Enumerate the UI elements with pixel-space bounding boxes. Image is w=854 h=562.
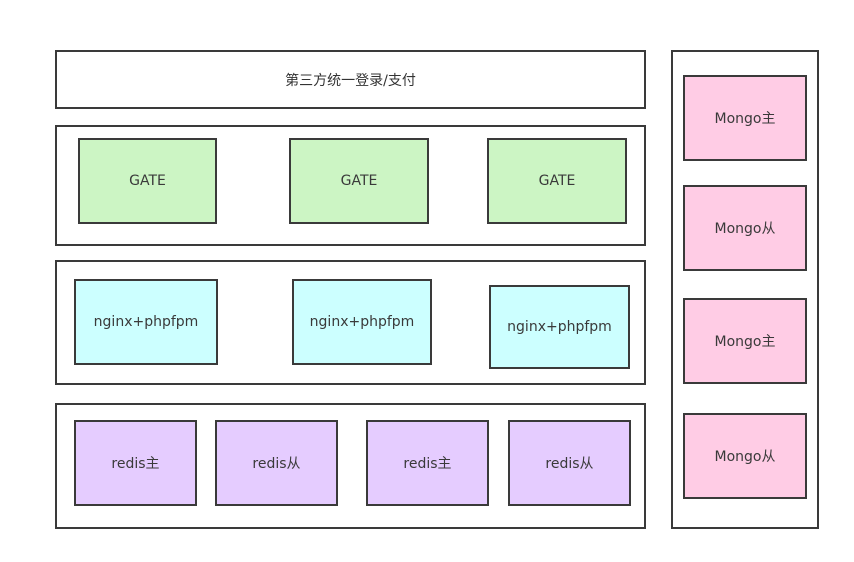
mongo-master-box-1: Mongo主 <box>683 75 807 161</box>
mongo-master-box-2: Mongo主 <box>683 298 807 384</box>
mongo-box-label: Mongo从 <box>714 449 776 465</box>
nginx-phpfpm-box-1: nginx+phpfpm <box>74 279 218 365</box>
gate-box-2: GATE <box>289 138 429 224</box>
redis-master-box-1: redis主 <box>74 420 197 506</box>
redis-box-label: redis从 <box>252 456 301 472</box>
third-party-login-payment-frame: 第三方统一登录/支付 <box>55 50 646 109</box>
redis-slave-box-1: redis从 <box>215 420 338 506</box>
nginx-phpfpm-label: nginx+phpfpm <box>93 314 199 330</box>
mongo-box-label: Mongo从 <box>714 221 776 237</box>
mongo-box-label: Mongo主 <box>714 111 776 127</box>
nginx-phpfpm-label: nginx+phpfpm <box>507 319 612 335</box>
mongo-slave-box-2: Mongo从 <box>683 413 807 499</box>
third-party-login-payment-label: 第三方统一登录/支付 <box>285 72 416 89</box>
redis-box-label: redis主 <box>403 456 452 472</box>
nginx-phpfpm-box-2: nginx+phpfpm <box>292 279 432 365</box>
redis-box-label: redis主 <box>111 456 160 472</box>
gate-box-label: GATE <box>129 173 166 189</box>
redis-master-box-2: redis主 <box>366 420 489 506</box>
mongo-slave-box-1: Mongo从 <box>683 185 807 271</box>
gate-box-label: GATE <box>340 173 378 189</box>
gate-box-label: GATE <box>538 173 576 189</box>
redis-box-label: redis从 <box>545 456 594 472</box>
mongo-box-label: Mongo主 <box>714 334 776 350</box>
nginx-phpfpm-label: nginx+phpfpm <box>309 314 415 330</box>
gate-box-1: GATE <box>78 138 217 224</box>
gate-box-3: GATE <box>487 138 627 224</box>
nginx-phpfpm-box-3: nginx+phpfpm <box>489 285 630 369</box>
redis-slave-box-2: redis从 <box>508 420 631 506</box>
